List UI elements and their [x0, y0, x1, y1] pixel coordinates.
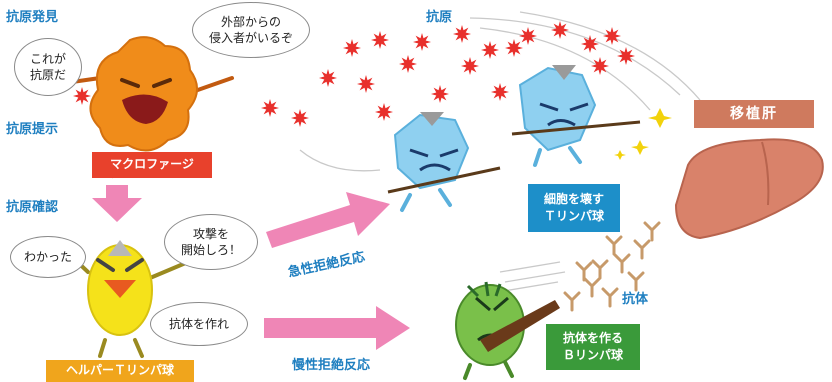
antigen-star-icon	[319, 69, 337, 87]
motion-lines	[299, 11, 701, 293]
antigen-star-icon	[291, 109, 309, 127]
box-killer-t: 細胞を壊す Ｔリンパ球	[528, 184, 620, 232]
antibody-y-icon	[605, 235, 623, 256]
antibody-y-icon	[563, 291, 581, 312]
antibody-group	[563, 221, 661, 312]
sparkles	[614, 108, 672, 160]
antigen-star-icon	[461, 57, 479, 75]
box-macrophage: マクロファージ	[92, 152, 212, 178]
acute-arrow	[266, 192, 390, 248]
label-antigen-top: 抗原	[426, 10, 453, 25]
label-antigen-presentation: 抗原提示	[6, 122, 59, 137]
antigen-star-icon	[375, 103, 393, 121]
antigen-star-icon	[591, 57, 609, 75]
box-b-cell: 抗体を作る Ｂリンパ球	[546, 324, 640, 370]
box-helper-t: ヘルパーＴリンパ球	[46, 360, 194, 382]
b-cell-character	[455, 281, 560, 380]
antigen-star-icon	[357, 75, 375, 93]
down-arrow	[92, 185, 142, 222]
antibody-y-icon	[591, 259, 609, 280]
antibody-y-icon	[613, 253, 631, 274]
chronic-arrow	[264, 306, 410, 350]
spear	[387, 120, 641, 194]
liver-icon	[674, 138, 824, 240]
antigen-stars	[73, 21, 635, 127]
antibody-y-icon	[627, 271, 645, 292]
antibody-y-icon	[633, 239, 651, 260]
speech-helper-left: わかった	[10, 236, 86, 278]
antigen-star-icon	[505, 39, 523, 57]
antigen-star-icon	[519, 27, 537, 45]
antibody-y-icon	[643, 221, 661, 242]
antigen-star-icon	[73, 87, 91, 105]
label-antigen-discovery: 抗原発見	[6, 10, 59, 25]
antigen-star-icon	[343, 39, 361, 57]
label-antibody: 抗体	[622, 292, 649, 307]
antigen-star-icon	[453, 25, 471, 43]
antigen-star-icon	[617, 47, 635, 65]
killer-t-character	[393, 65, 597, 212]
antigen-star-icon	[481, 41, 499, 59]
speech-helper-bottom: 抗体を作れ	[150, 302, 248, 346]
antibody-y-icon	[601, 287, 619, 308]
antigen-star-icon	[603, 27, 621, 45]
box-liver: 移植肝	[694, 100, 814, 128]
antigen-star-icon	[261, 99, 279, 117]
label-chronic-rejection: 慢性拒絶反応	[292, 358, 371, 373]
antigen-star-icon	[413, 33, 431, 51]
antigen-star-icon	[491, 83, 509, 101]
antibody-y-icon	[583, 277, 601, 298]
antigen-star-icon	[371, 31, 389, 49]
antigen-star-icon	[399, 55, 417, 73]
antibody-y-icon	[575, 261, 593, 282]
speech-macrophage-right: 外部からの 侵入者がいるぞ	[192, 2, 310, 58]
antigen-star-icon	[431, 85, 449, 103]
speech-helper-right: 攻撃を 開始しろ！	[164, 214, 258, 270]
label-antigen-confirmation: 抗原確認	[6, 200, 59, 215]
speech-macrophage-left: これが 抗原だ	[14, 38, 82, 96]
antigen-star-icon	[581, 35, 599, 53]
antigen-star-icon	[551, 21, 569, 39]
helper-t-character	[68, 240, 190, 358]
